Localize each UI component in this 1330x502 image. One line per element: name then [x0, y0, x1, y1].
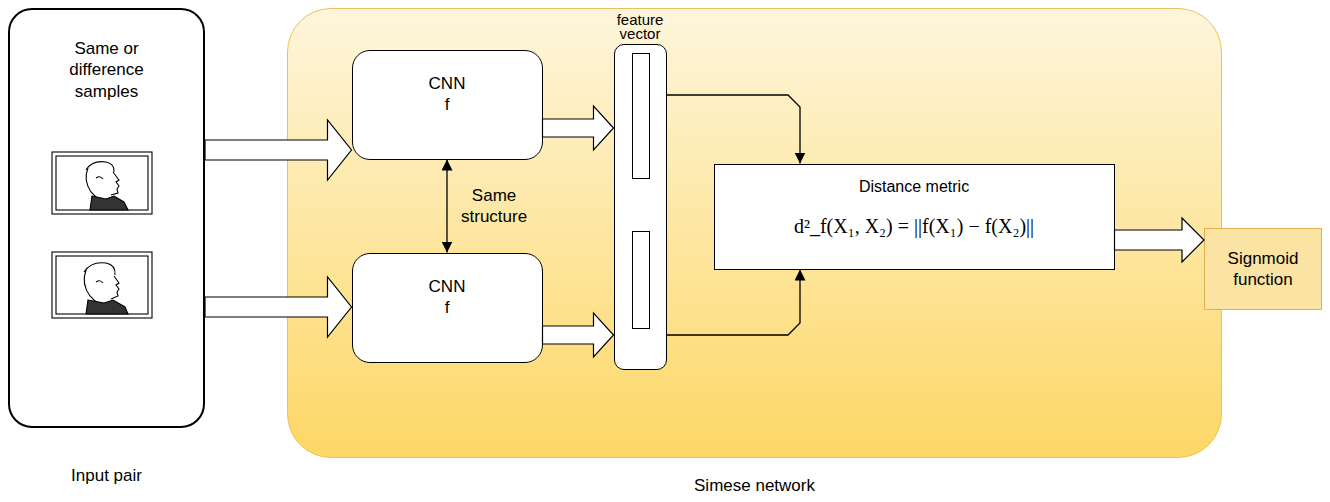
sigmoid-box: Signmoid function [1204, 228, 1322, 310]
metric-heading: Distance metric [859, 177, 969, 196]
sigmoid-label: Signmoid function [1213, 248, 1313, 291]
coat-sketch [90, 196, 128, 210]
head-sketch [86, 168, 97, 198]
feature-arrow [543, 313, 614, 357]
image-frame [52, 252, 152, 318]
input-pair-panel: Same or difference samplesInput pair [8, 8, 205, 428]
panel-caption: Input pair [71, 466, 142, 486]
region-caption: Simese network [694, 476, 815, 496]
vector-segment [632, 53, 650, 179]
vector-link [667, 270, 801, 336]
panel-heading: Same or difference samples [51, 38, 163, 102]
feature-vector-box: feature vector [614, 44, 667, 370]
cnn-box: CNN f [352, 50, 543, 160]
ear-sketch [96, 281, 103, 283]
coat-sketch [86, 300, 128, 314]
shared-weights-arrow [446, 160, 447, 253]
siamese-network-region: Simese networkCNN fCNN ffeature vectorDi… [287, 8, 1222, 458]
face-sketch [111, 276, 119, 299]
sample-image [52, 152, 152, 214]
image-frame [56, 256, 148, 314]
ear-sketch [96, 177, 103, 179]
hair-sketch [84, 263, 115, 275]
image-frame [56, 156, 148, 210]
head-sketch [84, 270, 96, 302]
vector-heading: feature vector [608, 13, 672, 42]
hair-sketch [86, 162, 114, 172]
edge-label: Same structure [461, 185, 527, 228]
distance-metric-box: Distance metric d²_f(X₁, X₂) = ||f(X₁) − … [714, 164, 1115, 270]
cnn-label: CNN f [425, 276, 469, 319]
image-frame [52, 152, 152, 214]
input-arrow [205, 120, 352, 180]
feature-arrow [543, 106, 614, 150]
distance-formula: d²_f(X₁, X₂) = ||f(X₁) − f(X₂)|| [794, 214, 1034, 238]
vector-segment [632, 231, 650, 329]
input-arrow [205, 277, 352, 337]
face-sketch [111, 172, 119, 195]
vector-link [667, 95, 801, 164]
cnn-label: CNN f [425, 73, 469, 116]
cnn-box: CNN f [352, 253, 543, 363]
output-arrow [1115, 218, 1205, 262]
sample-image [52, 252, 152, 318]
